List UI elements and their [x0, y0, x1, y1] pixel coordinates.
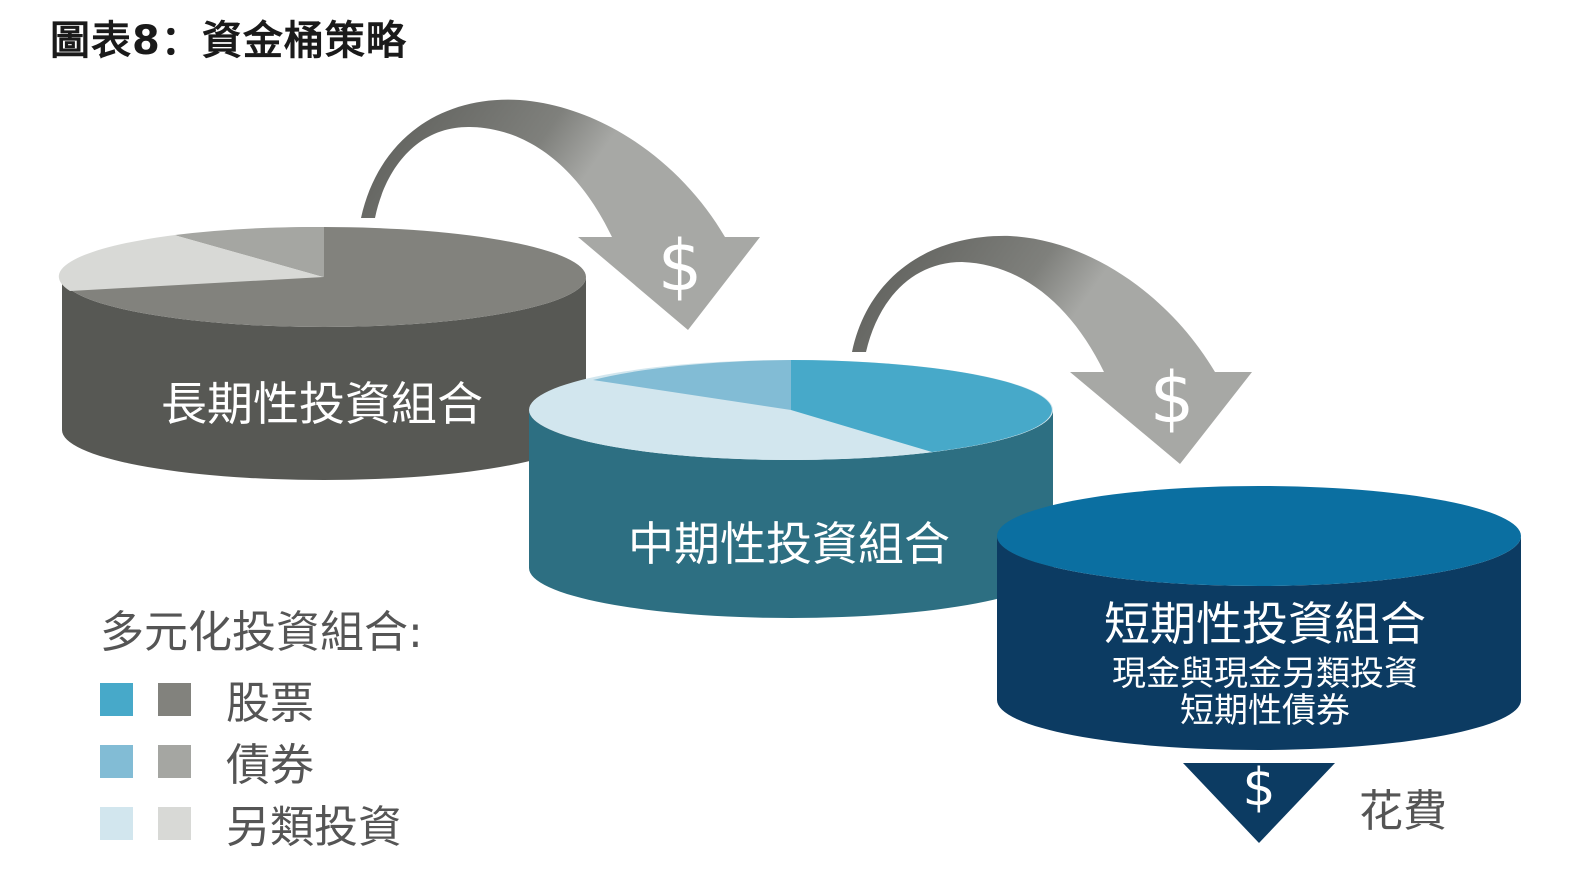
dollar-symbol: $	[658, 225, 703, 307]
legend-swatch-blue	[100, 806, 133, 840]
mid-term-bucket: 中期性投資組合	[529, 360, 1053, 618]
legend-item-alternatives: 另類投資	[100, 792, 423, 854]
mid-term-bucket-side	[529, 410, 1053, 618]
short-term-sub-cash: 現金與現金另類投資	[1112, 654, 1418, 694]
curved-arrow-shape	[852, 235, 1252, 464]
legend-swatch-blue	[100, 744, 133, 778]
dollar-symbol: $	[1242, 758, 1275, 818]
spending-label: 花費	[1359, 786, 1447, 837]
legend-label: 另類投資	[226, 802, 402, 853]
legend-label: 股票	[226, 678, 314, 729]
mid-term-bucket-label: 中期性投資組合	[628, 517, 950, 571]
dollar-symbol: $	[1150, 357, 1195, 439]
legend-swatch-gray	[158, 744, 191, 778]
transfer-arrow-long-to-mid: $	[361, 99, 760, 330]
legend-label: 債券	[226, 740, 314, 791]
short-term-bucket: 短期性投資組合 現金與現金另類投資 短期性債券	[997, 486, 1521, 750]
legend-item-bonds: 債券	[100, 730, 423, 792]
short-term-sub-bonds: 短期性債券	[1180, 691, 1350, 731]
legend-swatch-gray	[158, 806, 191, 840]
long-term-slice-bonds	[175, 226, 324, 277]
long-term-bucket-side	[62, 277, 586, 480]
long-term-bucket: 長期性投資組合	[58, 226, 586, 480]
legend-heading: 多元化投資組合:	[100, 607, 423, 658]
legend-item-stocks: 股票	[100, 668, 423, 730]
long-term-bucket-label: 長期性投資組合	[161, 377, 483, 431]
mid-term-slice-bonds	[593, 360, 791, 410]
short-term-bucket-label: 短期性投資組合	[1104, 597, 1426, 651]
legend-swatch-blue	[100, 682, 133, 716]
short-term-bucket-side	[997, 536, 1521, 750]
legend: 多元化投資組合: 股票 債券 另類投資	[100, 596, 423, 854]
legend-swatch-gray	[158, 682, 191, 716]
spending-arrow: $ 花費	[1183, 758, 1447, 843]
mid-term-slice-stocks	[791, 360, 1052, 452]
short-term-bucket-top	[997, 486, 1521, 586]
curved-arrow-shape	[361, 99, 760, 330]
page-title: 圖表8：資金桶策略	[50, 18, 407, 64]
long-term-slice-alternatives	[58, 235, 325, 291]
down-arrow-shape	[1183, 763, 1335, 843]
transfer-arrow-mid-to-short: $	[852, 235, 1252, 464]
